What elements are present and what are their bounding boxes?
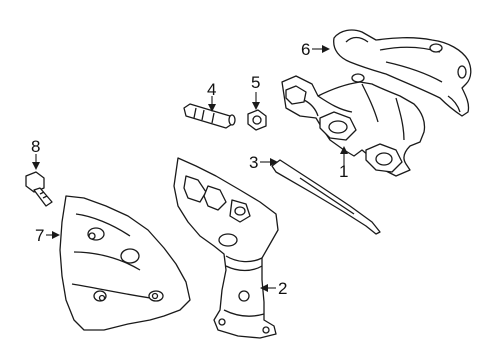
- callout-2: 2: [278, 279, 287, 298]
- callout-7: 7: [35, 226, 44, 245]
- part-1-exhaust-manifold: [281, 73, 426, 177]
- part-7-lower-heat-shield: [59, 195, 191, 331]
- part-8-bolt: [25, 171, 53, 207]
- callout-8: 8: [31, 137, 40, 156]
- callout-6: 6: [301, 40, 310, 59]
- callout-5: 5: [251, 73, 260, 92]
- callout-3: 3: [249, 153, 258, 172]
- callout-leaders: [32, 45, 348, 292]
- callout-4: 4: [207, 80, 216, 99]
- part-4-stud: [183, 103, 236, 129]
- callout-1: 1: [339, 162, 348, 181]
- part-2-catalytic-converter: [173, 157, 279, 339]
- part-6-upper-heat-shield: [333, 29, 472, 117]
- part-3-rod: [271, 159, 381, 235]
- part-5-nut: [247, 109, 267, 131]
